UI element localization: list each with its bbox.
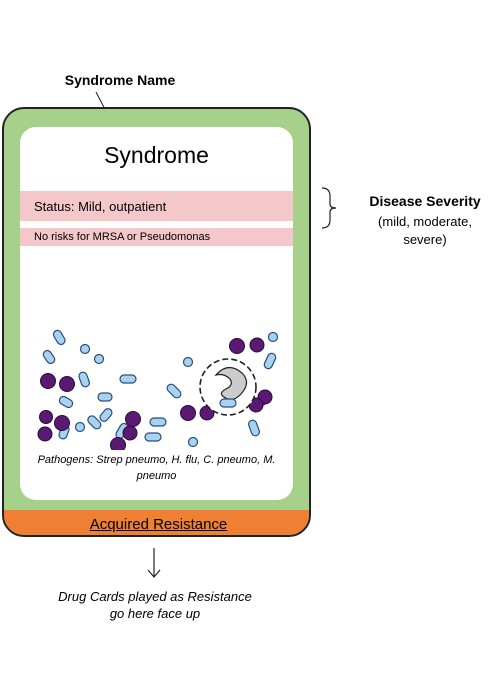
acquired-resistance-band: Acquired Resistance <box>4 510 309 535</box>
pathogens-text: Pathogens: Strep pneumo, H. flu, C. pneu… <box>37 454 276 482</box>
purple-coccus <box>40 373 56 389</box>
rod-bacterium <box>58 395 74 409</box>
neutrophil-cell <box>199 358 257 416</box>
card-title: Syndrome <box>104 142 209 168</box>
purple-coccus <box>229 338 245 354</box>
rod-bacterium <box>119 374 137 384</box>
rod-bacterium <box>248 419 260 437</box>
coccus <box>74 421 86 433</box>
purple-coccus <box>59 376 75 392</box>
rod-bacterium <box>52 329 66 346</box>
purple-coccus <box>180 405 196 421</box>
rod-bacterium <box>263 352 277 370</box>
purple-coccus <box>125 411 141 427</box>
purple-coccus <box>54 415 70 431</box>
purple-coccus <box>39 410 53 424</box>
rod-bacterium <box>149 417 167 427</box>
rod-bacterium <box>99 408 113 422</box>
purple-coccus <box>37 426 53 442</box>
rod-bacterium <box>144 432 162 442</box>
severity-brace <box>321 187 337 229</box>
down-arrow-icon <box>147 548 161 578</box>
drug-cards-caption: Drug Cards played as Resistance go here … <box>58 589 252 621</box>
rod-bacterium <box>166 383 182 399</box>
purple-coccus <box>122 425 138 441</box>
syndrome-card: Syndrome Status: Mild, outpatient No ris… <box>2 107 311 537</box>
purple-coccus <box>110 437 126 450</box>
rod-bacterium <box>97 392 113 402</box>
coccus <box>182 356 194 368</box>
disease-severity-label: Disease Severity <box>369 193 481 209</box>
rod-bacterium <box>78 371 90 388</box>
severity-levels-text: (mild, moderate, severe) <box>378 214 472 247</box>
status-band: Status: Mild, outpatient <box>20 191 293 221</box>
acquired-resistance-label: Acquired Resistance <box>89 516 228 533</box>
rod-bacterium <box>42 349 56 365</box>
status-text: Status: Mild, outpatient <box>34 199 167 214</box>
card-face: Syndrome Status: Mild, outpatient No ris… <box>20 127 293 500</box>
rod-bacterium <box>87 415 102 430</box>
coccus <box>93 353 105 365</box>
coccus <box>79 343 91 355</box>
purple-coccus <box>249 337 265 353</box>
coccus <box>187 436 199 448</box>
pathogen-illustration <box>37 329 279 450</box>
syndrome-name-label: Syndrome Name <box>64 72 176 88</box>
coccus <box>267 331 279 343</box>
risk-text: No risks for MRSA or Pseudomonas <box>34 231 211 243</box>
risk-band: No risks for MRSA or Pseudomonas <box>20 228 293 246</box>
